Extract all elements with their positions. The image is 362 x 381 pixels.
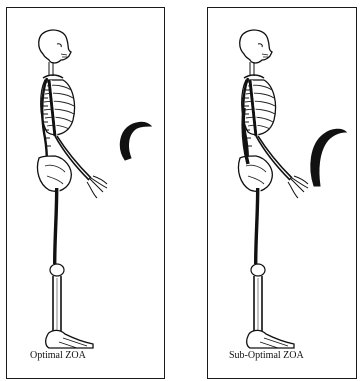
diaphragm-curve (311, 129, 346, 186)
skeleton-illustration (37, 30, 107, 348)
caption-optimal-zoa: Optimal ZOA (30, 350, 86, 361)
skeleton-illustration (238, 30, 308, 348)
diaphragm-curve (120, 122, 151, 160)
caption-sub-optimal-zoa: Sub-Optimal ZOA (229, 350, 304, 361)
sub-optimal-zoa-panel: Sub-Optimal ZOA (207, 7, 357, 379)
optimal-zoa-panel: Optimal ZOA (6, 7, 165, 379)
